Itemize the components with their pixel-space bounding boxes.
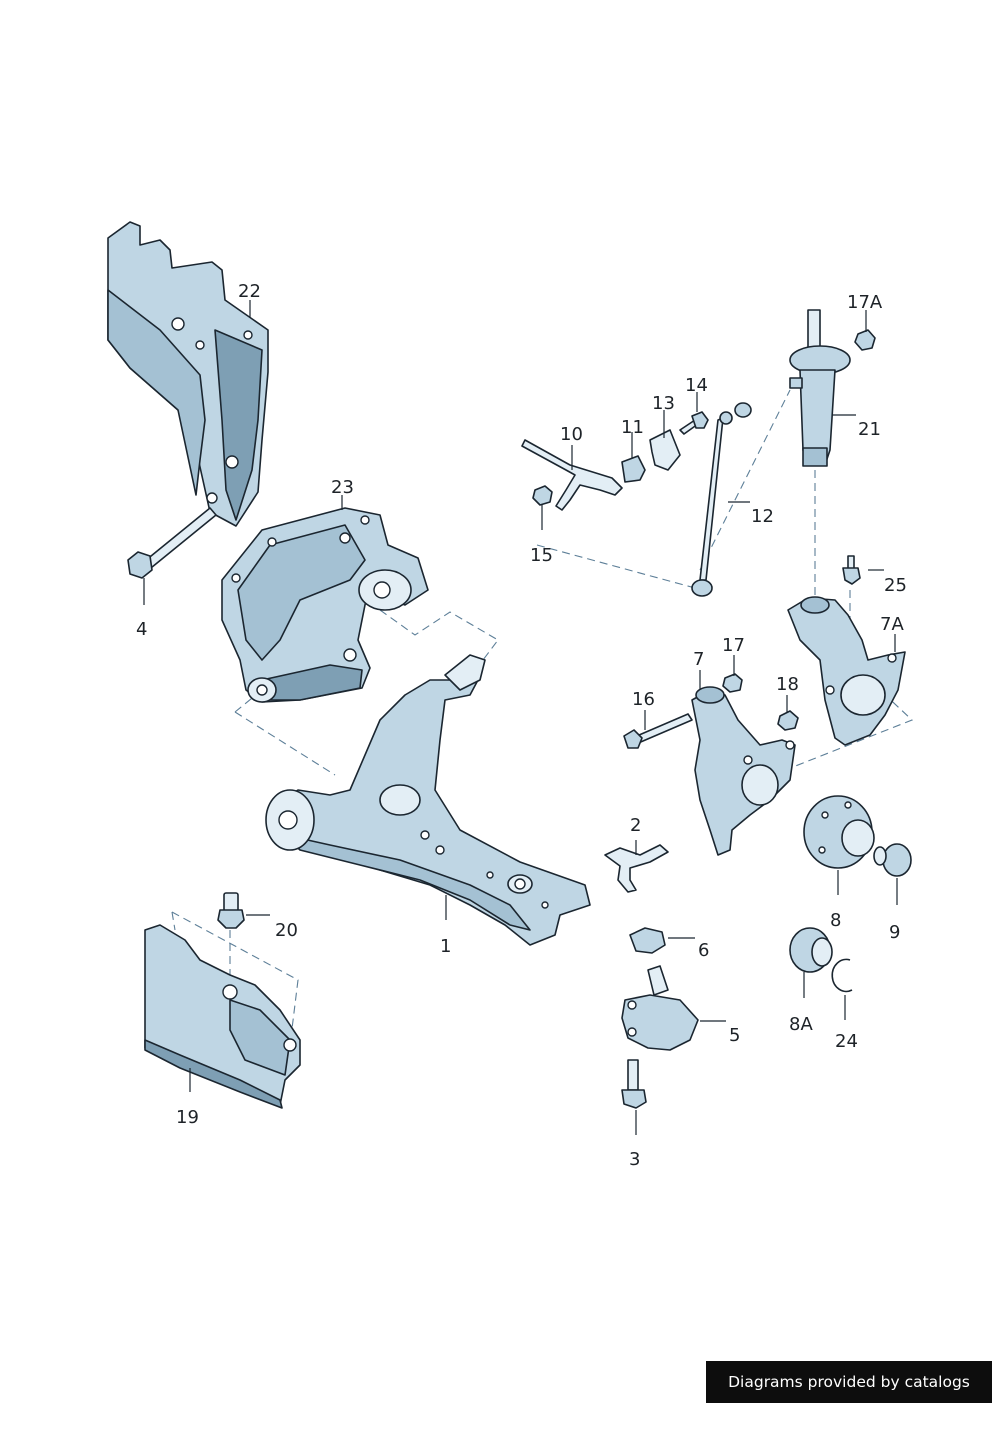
callout-3: 3 [629,1149,641,1170]
part-20-bolt [217,892,245,929]
callout-20: 20 [275,920,298,941]
callout-1: 1 [440,936,452,957]
part-1-control-arm [265,654,591,946]
callout-18: 18 [776,674,799,695]
callout-14: 14 [685,375,708,396]
callout-21: 21 [858,419,881,440]
callout-2: 2 [630,815,642,836]
part-18-nut [777,710,799,731]
exploded-parts-diagram [107,221,914,1135]
part-5-ball-joint [621,965,699,1051]
part-24-circlip [831,958,853,993]
part-14-bolt [679,411,709,435]
part-22-shield [107,221,269,527]
part-11-bushing [621,455,646,483]
callout-4: 4 [136,619,148,640]
part-12-coupling-rod [691,402,752,597]
part-8a-bearing [789,927,833,973]
part-19-cover [144,924,301,1109]
callout-17: 17 [722,635,745,656]
part-10-stabilizer-bar [521,439,623,511]
callout-9: 9 [889,922,901,943]
callout-15: 15 [530,545,553,566]
part-7a-knuckle [787,596,906,746]
part-8-wheel-hub [803,795,875,869]
part-4-bolt [127,507,217,579]
part-25-bolt [842,555,861,585]
callout-7a: 7A [880,614,904,635]
callout-22: 22 [238,281,261,302]
part-23-bracket [221,507,429,703]
callout-24: 24 [835,1031,858,1052]
part-3-bolt [621,1059,647,1109]
callout-5: 5 [729,1025,741,1046]
part-9-nut [873,843,912,877]
part-13-clamp [649,429,681,471]
callout-8a: 8A [789,1014,813,1035]
leader-lines [143,300,898,1135]
callout-25: 25 [884,575,907,596]
part-2-bracket [604,844,669,893]
callout-19: 19 [176,1107,199,1128]
part-21-strut [789,309,851,467]
callout-8: 8 [830,910,842,931]
callout-6: 6 [698,940,710,961]
part-17-nut [722,673,743,693]
callout-23: 23 [331,477,354,498]
callout-7: 7 [693,649,705,670]
part-6-nut [629,927,666,954]
attribution-banner: Diagrams provided by catalogs parts [706,1361,992,1433]
part-16-bolt [623,713,693,749]
part-15-nut [532,485,553,506]
callout-13: 13 [652,393,675,414]
callout-12: 12 [751,506,774,527]
part-17a-nut [854,329,876,351]
callout-17a: 17A [847,292,883,313]
callout-16: 16 [632,689,655,710]
callout-10: 10 [560,424,583,445]
part-7-knuckle [691,686,796,856]
callout-11: 11 [621,417,644,438]
